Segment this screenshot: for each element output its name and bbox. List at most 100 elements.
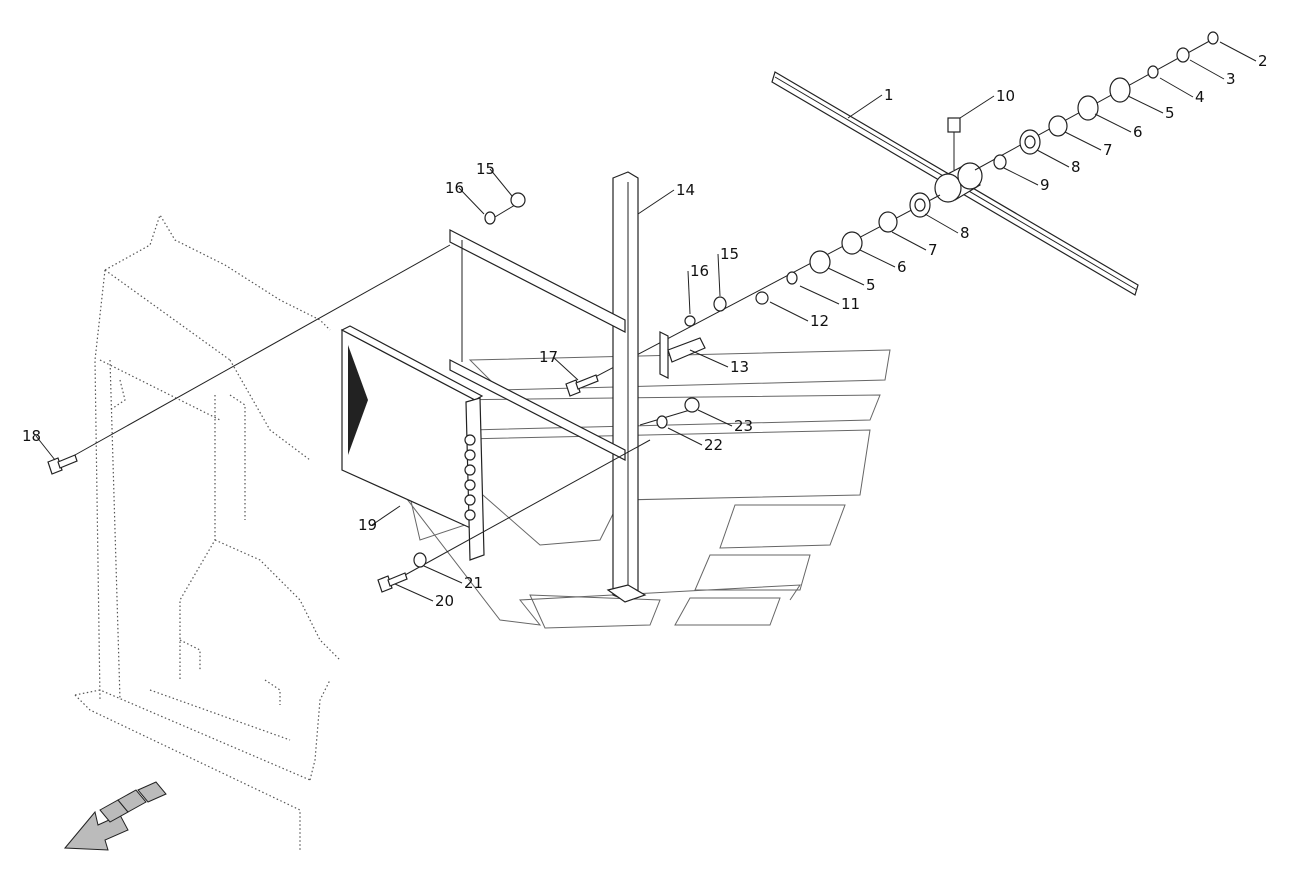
cooler-part-19	[340, 325, 485, 561]
cooler-fittings	[464, 434, 476, 521]
washer-part-21	[413, 552, 427, 568]
nut-part-23	[684, 397, 700, 413]
callout-label: 3	[1226, 70, 1236, 88]
callout-label: 7	[928, 241, 938, 259]
washer-part-22	[656, 415, 668, 429]
callout-label: 5	[1165, 104, 1175, 122]
washer-stack-upper	[974, 31, 1219, 171]
callout-leader	[799, 285, 840, 305]
callout-leader	[1064, 131, 1102, 151]
callout-leader	[1094, 113, 1132, 133]
bolt-part-20	[377, 572, 408, 593]
callout-leader	[827, 267, 865, 286]
callout-label: 8	[1071, 158, 1081, 176]
callout-label: 8	[960, 224, 970, 242]
callout-leader	[859, 249, 896, 268]
machine-housing	[74, 213, 341, 850]
callout-leader	[847, 94, 883, 119]
callout-leader	[717, 253, 721, 297]
callout-c14: 14	[637, 181, 695, 215]
callout-leader	[1003, 167, 1039, 186]
callout-c17: 17	[539, 348, 579, 381]
callout-c5a: 5	[1127, 95, 1175, 122]
callout-leader	[489, 168, 513, 197]
grease-nipple-part-10	[947, 117, 961, 170]
callout-c13: 13	[689, 349, 749, 376]
callout-c15a: 15	[476, 160, 513, 197]
callout-leader	[689, 349, 729, 368]
callout-leader	[1159, 77, 1194, 98]
callout-leader	[637, 189, 675, 215]
callout-c15b: 15	[717, 245, 739, 297]
callout-c10: 10	[959, 87, 1015, 119]
callout-c3: 3	[1189, 59, 1236, 88]
callout-label: 14	[676, 181, 695, 199]
callout-leader	[423, 565, 463, 584]
callout-c21: 21	[423, 565, 483, 592]
callout-leader	[1036, 149, 1070, 168]
callout-label: 17	[539, 348, 558, 366]
callout-leader	[371, 505, 401, 526]
callout-c22: 22	[667, 427, 723, 454]
callout-c11: 11	[799, 285, 860, 313]
callout-label: 21	[464, 574, 483, 592]
washer-stack-lower	[579, 192, 941, 386]
callout-leader	[552, 356, 579, 381]
callout-c8b: 8	[924, 213, 970, 242]
callout-label: 15	[476, 160, 495, 178]
callout-c1: 1	[847, 86, 894, 119]
nut-part-15	[510, 192, 526, 208]
callout-c8a: 8	[1036, 149, 1081, 176]
callout-label: 4	[1195, 88, 1205, 106]
callout-label: 18	[22, 427, 41, 445]
callout-leader	[458, 187, 485, 215]
callout-leader	[697, 409, 733, 427]
callout-label: 6	[1133, 123, 1143, 141]
direction-arrow-icon	[63, 781, 167, 851]
callout-c12: 12	[769, 301, 829, 330]
callout-label: 20	[435, 592, 454, 610]
callout-c19: 19	[358, 505, 401, 534]
callout-leader	[1127, 95, 1164, 114]
callout-label: 9	[1040, 176, 1050, 194]
callout-label: 19	[358, 516, 377, 534]
callout-c7a: 7	[1064, 131, 1113, 159]
callout-leader	[667, 427, 703, 446]
callout-c16b: 16	[687, 262, 709, 315]
callout-c18: 18	[22, 427, 56, 461]
callout-label: 13	[730, 358, 749, 376]
callout-label: 16	[445, 179, 464, 197]
callout-leader	[35, 435, 56, 461]
callout-label: 16	[690, 262, 709, 280]
frame-assembly	[449, 229, 626, 461]
bolt-part-18	[47, 454, 78, 475]
callout-label: 7	[1103, 141, 1113, 159]
callout-c9: 9	[1003, 167, 1050, 194]
callout-c5b: 5	[827, 267, 876, 294]
upright-bracket-part-14	[606, 171, 647, 603]
callout-label: 10	[996, 87, 1015, 105]
callout-label: 6	[897, 258, 907, 276]
callout-label: 5	[866, 276, 876, 294]
callout-label: 12	[810, 312, 829, 330]
pin-part-13	[659, 331, 706, 379]
callout-leader	[924, 213, 959, 234]
callout-c6a: 6	[1094, 113, 1143, 141]
bolt-part-17	[565, 374, 599, 397]
callout-label: 2	[1258, 52, 1268, 70]
callout-leader	[1189, 59, 1225, 80]
callout-leader	[1219, 41, 1257, 62]
callout-label: 1	[884, 86, 894, 104]
callout-layer: 1234567891087651112131415161516171819202…	[22, 41, 1268, 610]
callout-c16a: 16	[445, 179, 485, 215]
callout-leader	[769, 301, 809, 322]
callout-label: 22	[704, 436, 723, 454]
callout-c6b: 6	[859, 249, 907, 276]
callout-label: 23	[734, 417, 753, 435]
callout-leader	[394, 583, 434, 602]
callout-c20: 20	[394, 583, 454, 610]
callout-leader	[687, 270, 691, 315]
callout-label: 15	[720, 245, 739, 263]
